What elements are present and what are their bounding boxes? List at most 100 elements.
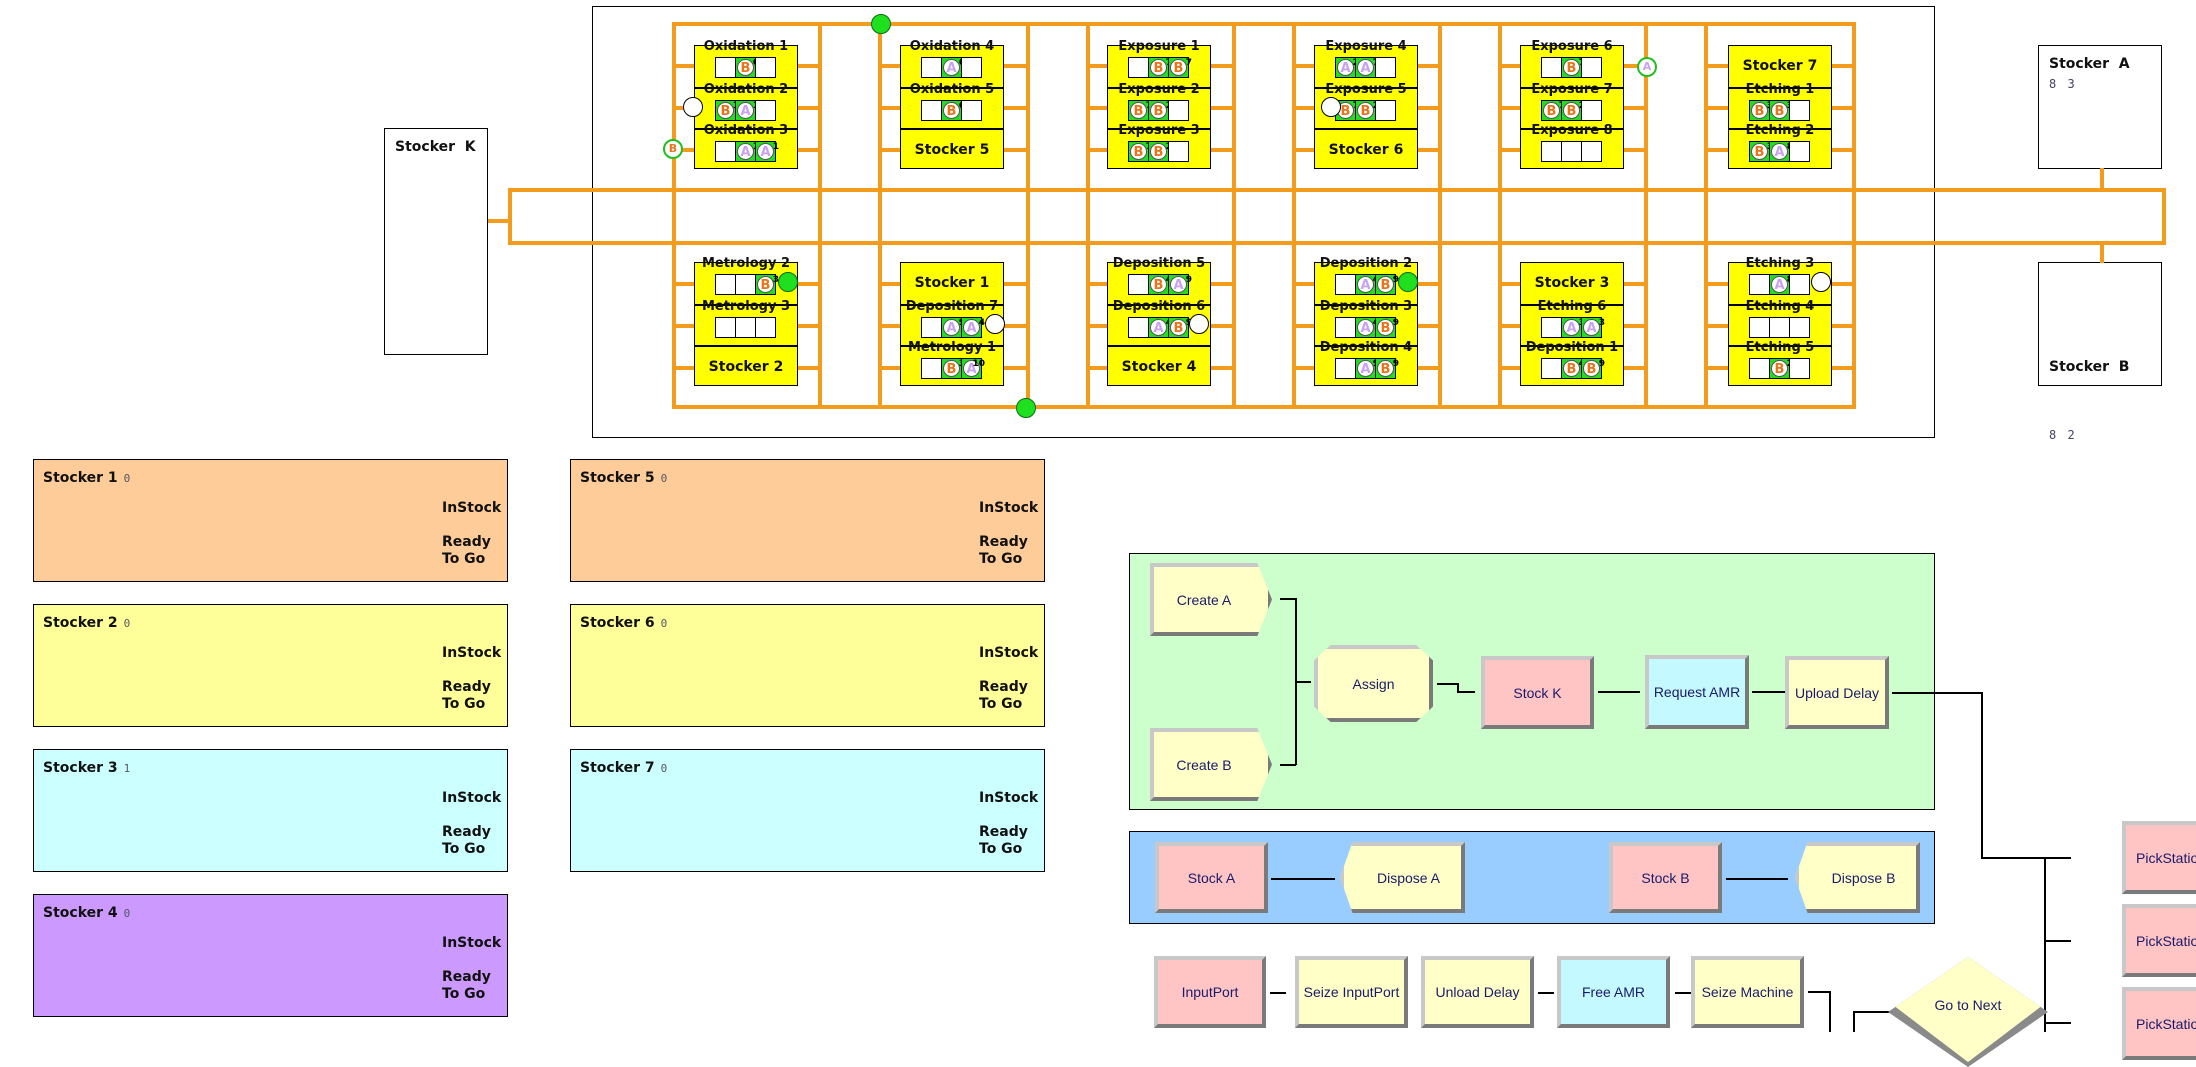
slot-occupied[interactable]: A4 xyxy=(1355,317,1379,338)
station-block[interactable]: Exposure 6B7Exposure 7B7B2Exposure 8 xyxy=(1520,39,1624,169)
amr-idle-dot[interactable] xyxy=(778,272,798,292)
assign-module[interactable]: Assign xyxy=(1314,645,1433,722)
amr-idle-dot[interactable] xyxy=(871,14,891,34)
amr-carrying-entity[interactable]: B xyxy=(663,139,683,159)
slot-occupied[interactable]: A4 xyxy=(1355,274,1379,295)
slot-empty[interactable] xyxy=(921,358,942,379)
seize-machine-module[interactable]: Seize Machine xyxy=(1691,956,1804,1028)
slot-empty[interactable] xyxy=(1128,317,1149,338)
stocker-b[interactable]: Stocker B xyxy=(2038,262,2162,386)
slot-empty[interactable] xyxy=(1749,274,1770,295)
slot-empty[interactable] xyxy=(715,141,736,162)
queue-circle[interactable] xyxy=(1321,97,1341,117)
queue-circle[interactable] xyxy=(1189,314,1209,334)
slot-empty[interactable] xyxy=(1335,358,1356,379)
dispose-b-module[interactable]: Dispose B xyxy=(1795,842,1920,913)
slot-occupied[interactable]: A4 xyxy=(1148,317,1172,338)
seize-input-port-module[interactable]: Seize InputPort xyxy=(1295,956,1408,1028)
go-to-next-decide[interactable]: Go to Next xyxy=(1888,957,2048,1067)
slot-occupied[interactable]: B7 xyxy=(1128,141,1152,162)
slot-occupied[interactable]: B1 xyxy=(715,100,739,121)
slot-occupied[interactable]: B2 xyxy=(1148,141,1172,162)
slot-occupied[interactable]: A9 xyxy=(1355,358,1379,379)
slot-occupied[interactable]: B2 xyxy=(1769,358,1793,379)
slot-occupied[interactable]: B7 xyxy=(1561,57,1585,78)
slot-occupied[interactable]: B2 xyxy=(1355,100,1379,121)
queue-circle[interactable] xyxy=(683,97,703,117)
slot-occupied[interactable]: B7 xyxy=(1128,100,1152,121)
slot-empty[interactable] xyxy=(735,274,756,295)
create-b-module[interactable]: Create B xyxy=(1150,728,1272,801)
slot-empty[interactable] xyxy=(1789,358,1810,379)
slot-empty[interactable] xyxy=(921,317,942,338)
slot-occupied[interactable]: A9 xyxy=(941,317,965,338)
input-port-module[interactable]: InputPort xyxy=(1154,956,1266,1028)
amr-carrying-entity[interactable]: A xyxy=(1637,57,1657,77)
slot-empty[interactable] xyxy=(1749,358,1770,379)
slot-empty[interactable] xyxy=(1581,100,1602,121)
slot-occupied[interactable]: A7 xyxy=(1355,57,1379,78)
slot-empty[interactable] xyxy=(755,317,776,338)
slot-empty[interactable] xyxy=(1561,141,1582,162)
slot-occupied[interactable]: B3 xyxy=(1749,100,1773,121)
slot-occupied[interactable]: B2 xyxy=(1148,100,1172,121)
stock-b-module[interactable]: Stock B xyxy=(1609,842,1722,913)
slot-empty[interactable] xyxy=(1789,317,1810,338)
slot-occupied[interactable]: A8 xyxy=(1769,274,1793,295)
slot-occupied[interactable]: B3 xyxy=(1749,141,1773,162)
stock-a-module[interactable]: Stock A xyxy=(1155,842,1268,913)
slot-empty[interactable] xyxy=(1581,141,1602,162)
slot-empty[interactable] xyxy=(961,100,982,121)
slot-occupied[interactable]: B4 xyxy=(1148,274,1172,295)
station-block[interactable]: Oxidation 4A6Oxidation 5B6Stocker 5 xyxy=(900,39,1004,169)
slot-empty[interactable] xyxy=(921,100,942,121)
slot-empty[interactable] xyxy=(1335,274,1356,295)
slot-occupied[interactable]: B7 xyxy=(1148,57,1172,78)
amr-idle-dot[interactable] xyxy=(1398,272,1418,292)
slot-empty[interactable] xyxy=(755,57,776,78)
slot-occupied[interactable]: A8 xyxy=(1769,141,1793,162)
station-block[interactable]: Exposure 1B7B7Exposure 2B7B2Exposure 3B7… xyxy=(1107,39,1211,169)
slot-empty[interactable] xyxy=(1375,57,1396,78)
slot-empty[interactable] xyxy=(735,317,756,338)
slot-empty[interactable] xyxy=(755,100,776,121)
slot-empty[interactable] xyxy=(1128,57,1149,78)
slot-empty[interactable] xyxy=(1541,141,1562,162)
slot-occupied[interactable]: B3 xyxy=(1769,100,1793,121)
slot-empty[interactable] xyxy=(1789,100,1810,121)
queue-circle[interactable] xyxy=(985,314,1005,334)
slot-empty[interactable] xyxy=(1541,317,1562,338)
slot-occupied[interactable]: B2 xyxy=(1561,100,1585,121)
slot-occupied[interactable]: A1 xyxy=(735,141,759,162)
slot-empty[interactable] xyxy=(1541,358,1562,379)
slot-occupied[interactable]: A6 xyxy=(941,57,965,78)
request-amr-module[interactable]: Request AMR xyxy=(1645,655,1749,729)
slot-empty[interactable] xyxy=(715,317,736,338)
slot-empty[interactable] xyxy=(961,57,982,78)
slot-occupied[interactable]: B7 xyxy=(1541,100,1565,121)
slot-empty[interactable] xyxy=(921,57,942,78)
unload-delay-module[interactable]: Unload Delay xyxy=(1421,956,1534,1028)
slot-empty[interactable] xyxy=(1749,317,1770,338)
slot-empty[interactable] xyxy=(1581,57,1602,78)
slot-empty[interactable] xyxy=(1168,100,1189,121)
slot-empty[interactable] xyxy=(1335,317,1356,338)
stocker-a[interactable]: Stocker A 8 3 xyxy=(2038,45,2162,169)
